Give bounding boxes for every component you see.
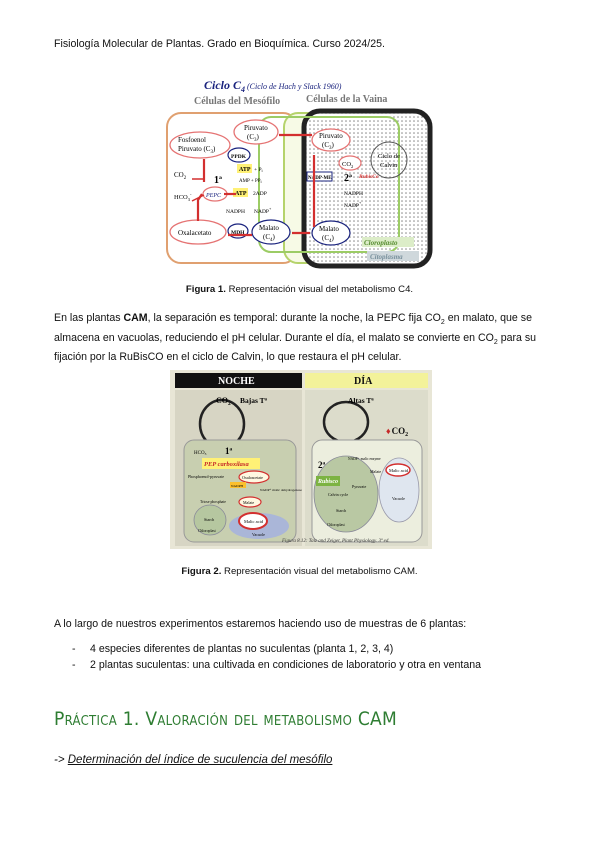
- svg-text:Calvin: Calvin: [380, 162, 398, 169]
- svg-text:CO2: CO2: [342, 161, 353, 169]
- svg-text:NADPH: NADPH: [226, 209, 245, 215]
- svg-text:Rubisco: Rubisco: [317, 479, 338, 485]
- dia-label: DÍA: [354, 375, 373, 387]
- svg-text:2ADP: 2ADP: [253, 191, 267, 197]
- svg-text:Triose phosphate: Triose phosphate: [200, 500, 226, 504]
- svg-text:Ciclo C4 (Ciclo de Hach y Slac: Ciclo C4 (Ciclo de Hach y Slack 1960): [204, 78, 342, 94]
- svg-text:1ª: 1ª: [214, 175, 222, 186]
- svg-text:Citoplasma: Citoplasma: [370, 253, 403, 261]
- intro-text: A lo largo de nuestros experimentos esta…: [54, 618, 467, 630]
- figure1-caption: Figura 1. Representación visual del meta…: [185, 284, 414, 295]
- svg-text:Malic acid: Malic acid: [244, 519, 264, 524]
- cam-paragraph: En las plantas CAM, la separación es tem…: [54, 312, 537, 364]
- svg-text:Oxaloacetate: Oxaloacetate: [242, 475, 263, 480]
- svg-text:PEPC: PEPC: [205, 193, 222, 199]
- svg-text:2ª: 2ª: [318, 460, 326, 470]
- svg-text:NADP⁺ malic enzyme: NADP⁺ malic enzyme: [348, 457, 381, 461]
- figure-cam-diagram: NOCHE DÍA CO2 Bajas Tª HCO3 1ª PEP carbo…: [170, 370, 432, 549]
- list-item: -4 especies diferentes de plantas no suc…: [72, 643, 394, 655]
- section-heading: Práctica 1. Valoración del metabolismo C…: [54, 708, 398, 730]
- svg-text:+ Pi: + Pi: [254, 167, 264, 173]
- svg-text:ATP: ATP: [239, 167, 251, 173]
- fosfoenol-label: Fosfoenol: [178, 136, 206, 144]
- svg-text:Vacuole: Vacuole: [252, 532, 265, 537]
- svg-text:CO2: CO2: [216, 396, 231, 407]
- svg-text:Piruvato: Piruvato: [244, 124, 268, 132]
- fig1-title-paren: (Ciclo de Hach y Slack 1960): [245, 82, 342, 91]
- figure2-credit: Figura 8.12: Taiz and Zeiger, Plant Phys…: [281, 538, 390, 544]
- svg-text:Phosphoenol-pyruvate: Phosphoenol-pyruvate: [188, 474, 224, 479]
- svg-text:MDH: MDH: [231, 230, 245, 236]
- svg-text:NADP+: NADP+: [254, 206, 272, 215]
- svg-text:Chloroplast: Chloroplast: [327, 523, 346, 527]
- svg-text:NADP⁺ malic dehydrogenase: NADP⁺ malic dehydrogenase: [260, 488, 302, 492]
- svg-text:Altas Tª: Altas Tª: [348, 396, 374, 405]
- svg-text:2ª: 2ª: [344, 173, 352, 184]
- subsection-heading: -> Determinación del índice de suculenci…: [54, 754, 333, 766]
- svg-text:Bajas Tª: Bajas Tª: [240, 396, 268, 405]
- svg-text:AMP + PPi: AMP + PPi: [239, 179, 263, 184]
- svg-text:RubisCo: RubisCo: [358, 174, 379, 180]
- svg-text:(C4): (C4): [322, 234, 335, 244]
- svg-text:HCO3-: HCO3-: [174, 192, 192, 202]
- svg-text:Piruvato: Piruvato: [319, 132, 343, 140]
- svg-text:Piruvato (C3): Piruvato (C3): [178, 145, 216, 155]
- svg-text:♦CO2: ♦CO2: [386, 426, 408, 438]
- fig1-title: Ciclo C: [204, 78, 242, 92]
- figure2-caption: Figura 2. Representación visual del meta…: [181, 566, 418, 577]
- svg-text:Ciclo de: Ciclo de: [378, 153, 400, 160]
- svg-text:(C3): (C3): [322, 141, 335, 151]
- svg-text:(C3): (C3): [247, 133, 260, 143]
- svg-text:Cloroplasto: Cloroplasto: [364, 239, 398, 247]
- noche-label: NOCHE: [218, 376, 255, 387]
- svg-text:ATP: ATP: [235, 191, 247, 197]
- label-mesofilo: Células del Mesófilo: [194, 96, 280, 107]
- svg-text:Malato: Malato: [319, 225, 339, 233]
- fig1-title-sub: 4: [240, 85, 245, 94]
- svg-text:Oxalacetato: Oxalacetato: [178, 229, 212, 237]
- svg-text:CO2: CO2: [174, 171, 187, 181]
- svg-text:Calvin cycle: Calvin cycle: [328, 492, 348, 497]
- svg-text:Starch: Starch: [336, 508, 346, 513]
- svg-text:Starch: Starch: [204, 517, 214, 522]
- list-item: -2 plantas suculentas: una cultivada en …: [72, 659, 482, 671]
- svg-text:Malate: Malate: [370, 469, 381, 474]
- svg-text:Pyruvate: Pyruvate: [352, 484, 366, 489]
- svg-text:Malic acid: Malic acid: [389, 468, 409, 473]
- label-vaina: Células de la Vaina: [306, 94, 387, 105]
- svg-text:Vacuole: Vacuole: [392, 496, 405, 501]
- svg-text:NADPH: NADPH: [231, 484, 244, 488]
- figure-c4-diagram: Ciclo C4 (Ciclo de Hach y Slack 1960) Cé…: [164, 75, 434, 270]
- svg-text:HCO3: HCO3: [194, 451, 207, 456]
- svg-text:1ª: 1ª: [225, 446, 233, 456]
- svg-text:PPDK: PPDK: [231, 154, 247, 160]
- svg-text:Malate: Malate: [243, 500, 254, 505]
- svg-text:NADP-ME: NADP-ME: [308, 176, 332, 181]
- svg-text:PEP carboxilasa: PEP carboxilasa: [204, 461, 249, 468]
- svg-text:(C4): (C4): [263, 233, 276, 243]
- svg-text:Malato: Malato: [259, 224, 279, 232]
- svg-text:NADPH: NADPH: [344, 191, 363, 197]
- plant-list: -4 especies diferentes de plantas no suc…: [54, 641, 481, 673]
- svg-text:NADP+: NADP+: [344, 200, 362, 209]
- svg-text:Chloroplast: Chloroplast: [198, 529, 217, 533]
- document-header: Fisiología Molecular de Plantas. Grado e…: [54, 38, 385, 50]
